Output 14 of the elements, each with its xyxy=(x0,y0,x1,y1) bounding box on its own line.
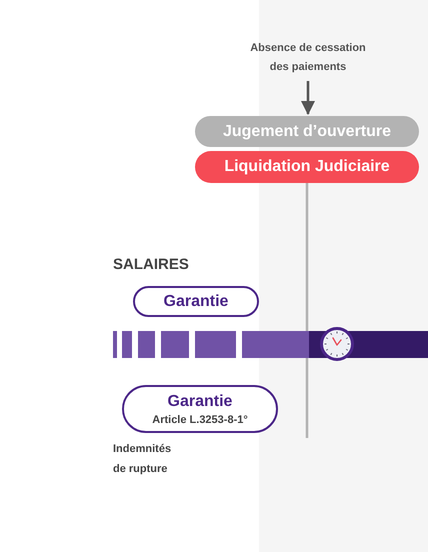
pill-label: Jugement d’ouverture xyxy=(222,122,392,140)
timeline-event-pill xyxy=(195,116,419,147)
category-label: Indemnités de rupture xyxy=(113,442,172,477)
pill-label: Garantie xyxy=(168,392,232,410)
pill-label: Liquidation Judiciaire xyxy=(224,158,390,176)
timeline-marker-line xyxy=(306,183,308,438)
section-heading: SALAIRES xyxy=(113,256,190,274)
pill-label: Garantie xyxy=(164,292,228,310)
arrow xyxy=(301,81,315,115)
annotation-text: Absence de cessation des paiements xyxy=(248,38,368,78)
procedure-pill xyxy=(195,151,419,183)
article-reference: Article L.3253-8-1° xyxy=(152,414,248,426)
guarantee-pill xyxy=(133,286,259,317)
guarantee-pill xyxy=(122,385,278,433)
